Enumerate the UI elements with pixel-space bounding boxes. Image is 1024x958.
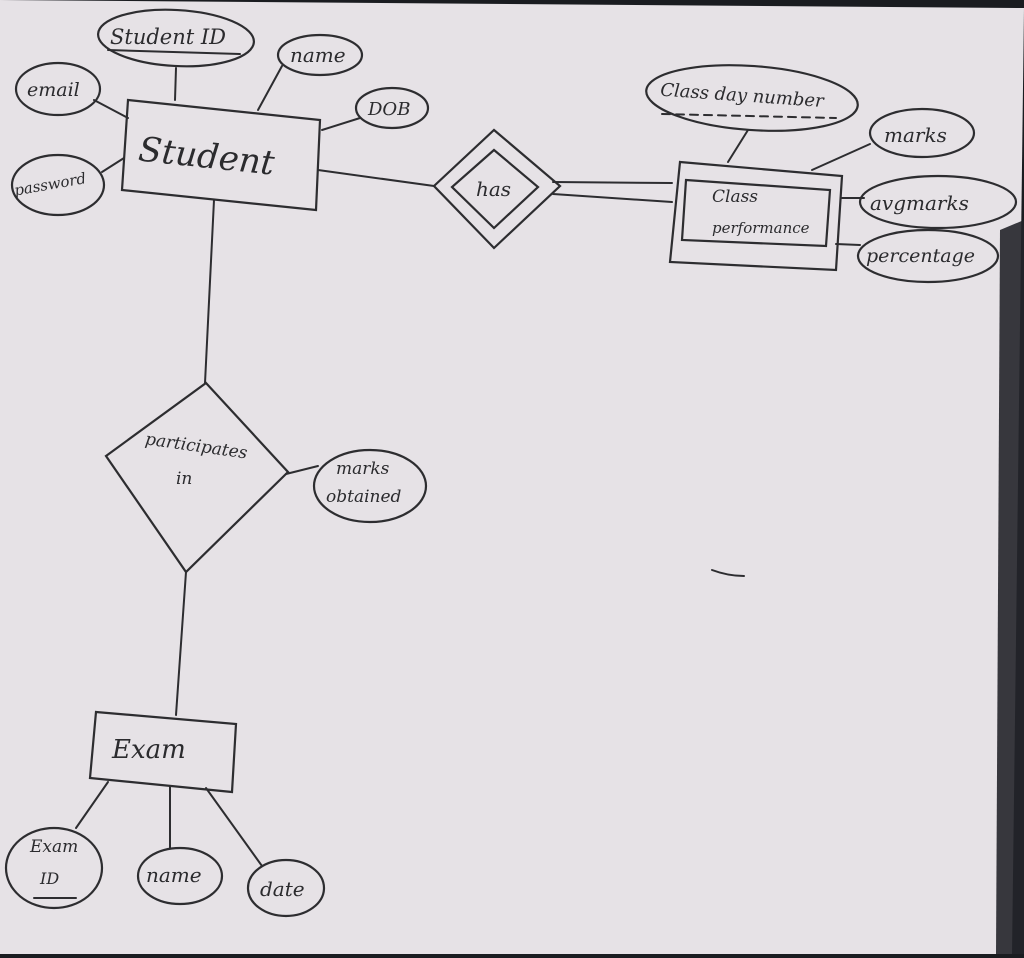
has-relationship: has bbox=[432, 128, 562, 250]
attr-marks: marks bbox=[868, 107, 976, 159]
attr-percentage: percentage bbox=[856, 228, 1000, 284]
stray-mark bbox=[711, 569, 745, 577]
attr-dob-label: DOB bbox=[367, 99, 410, 120]
attr-name-label: name bbox=[290, 43, 346, 67]
attr-marks-obtained-line1: marks bbox=[336, 459, 390, 479]
attr-avgmarks: avgmarks bbox=[858, 174, 1018, 230]
attr-email: email bbox=[14, 61, 102, 117]
attr-avgmarks-label: avgmarks bbox=[870, 191, 969, 215]
class-performance-line2: performance bbox=[712, 219, 810, 237]
class-performance-line1: Class bbox=[712, 187, 758, 207]
attr-exam-id-line1: Exam bbox=[29, 837, 78, 857]
attr-name: name bbox=[276, 33, 364, 77]
class-performance-entity: Class performance bbox=[668, 160, 844, 272]
attr-percentage-label: percentage bbox=[866, 245, 975, 267]
attr-exam-id: Exam ID bbox=[4, 826, 104, 910]
exam-entity: Exam bbox=[88, 710, 238, 794]
attr-exam-name-label: name bbox=[146, 863, 202, 887]
attr-email-label: email bbox=[27, 79, 80, 101]
attr-student-id-label: Student ID bbox=[110, 25, 226, 49]
attr-marks-obtained: marks obtained bbox=[312, 448, 428, 524]
attr-exam-id-line2: ID bbox=[39, 869, 59, 888]
attr-exam-date: date bbox=[246, 858, 326, 918]
has-label: has bbox=[476, 177, 511, 201]
paper-dark-edge bbox=[996, 220, 1024, 954]
attr-student-id: Student ID bbox=[96, 8, 256, 68]
exam-label: Exam bbox=[111, 735, 186, 765]
attr-marks-label: marks bbox=[884, 123, 947, 147]
attr-exam-name: name bbox=[136, 846, 224, 906]
attr-dob: DOB bbox=[354, 86, 430, 130]
attr-exam-date-label: date bbox=[260, 877, 305, 901]
participates-line2: in bbox=[176, 469, 192, 489]
attr-marks-obtained-line2: obtained bbox=[326, 487, 402, 507]
